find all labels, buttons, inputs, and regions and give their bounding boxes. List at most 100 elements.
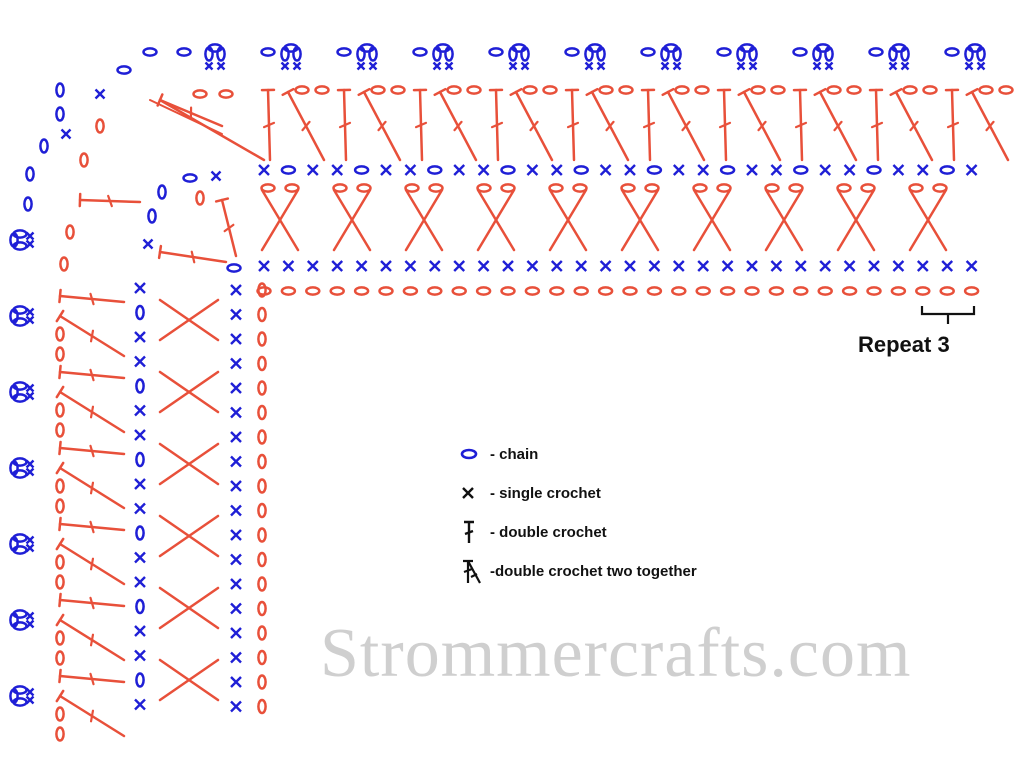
chain-stitch: [788, 183, 804, 193]
single-crochet-stitch: [964, 61, 974, 71]
crossed-double-crochet: [692, 188, 732, 252]
double-crochet-yarn-over: [414, 121, 428, 129]
chain-stitch: [55, 650, 65, 666]
double-crochet-top-bar: [737, 87, 751, 97]
chain-stitch: [260, 47, 276, 57]
crossed-double-crochet: [476, 188, 516, 252]
chain-stitch: [257, 502, 267, 519]
chain-stitch: [695, 286, 711, 296]
legend-single-crochet: - single crochet: [460, 480, 601, 506]
single-crochet-stitch: [824, 61, 834, 71]
chain-stitch: [9, 308, 19, 324]
chain-stitch: [195, 190, 205, 206]
single-crochet-stitch: [134, 502, 146, 515]
single-crochet-stitch: [134, 576, 146, 588]
chain-stitch: [860, 183, 876, 193]
single-crochet-stitch: [230, 455, 242, 468]
single-crochet-stitch: [230, 529, 242, 541]
chain-stitch: [476, 183, 492, 193]
chain-stitch: [135, 672, 145, 688]
legend-label: - single crochet: [490, 484, 601, 502]
crossed-double-crochet: [620, 188, 660, 252]
double-crochet-yarn-over: [985, 120, 995, 132]
single-crochet-stitch: [453, 164, 466, 176]
chain-stitch: [542, 85, 558, 95]
chain-stitch: [890, 286, 907, 296]
single-crochet-stitch: [892, 260, 905, 272]
chain-stitch: [548, 183, 564, 193]
chain-stitch: [329, 286, 345, 296]
chain-stitch: [390, 85, 406, 95]
chain-stitch: [378, 286, 394, 296]
single-crochet-stitch: [204, 61, 214, 71]
single-crochet-stitch: [306, 164, 319, 176]
single-crochet-stitch: [134, 649, 146, 662]
chain-stitch: [817, 286, 833, 296]
single-crochet-stitch: [380, 164, 392, 176]
chain-stitch: [356, 183, 372, 193]
single-crochet-stitch: [819, 164, 832, 176]
chain-stitch: [55, 326, 65, 342]
chain-stitch: [336, 47, 352, 57]
chain-stitch: [451, 286, 467, 296]
double-crochet-top-bar: [58, 288, 62, 304]
single-crochet-stitch: [380, 260, 392, 272]
double-crochet-top-bar: [58, 364, 62, 380]
single-crochet-stitch: [292, 61, 302, 71]
chain-stitch: [353, 286, 370, 296]
chain-stitch: [428, 183, 444, 193]
chain-stitch: [192, 89, 208, 99]
double-crochet-yarn-over: [190, 250, 196, 264]
chain-stitch: [412, 47, 428, 57]
chain-stitch: [260, 183, 276, 193]
stitch-stroke: [149, 99, 223, 135]
single-crochet-stitch: [965, 164, 978, 176]
chain-stitch: [257, 649, 267, 666]
chain-stitch: [359, 43, 375, 53]
single-crochet-stitch: [230, 480, 242, 492]
single-crochet-stitch: [280, 61, 290, 71]
chain-stitch: [500, 183, 516, 193]
single-crochet-stitch: [60, 128, 72, 140]
single-crochet-stitch: [819, 260, 832, 272]
chain-stitch: [573, 286, 589, 296]
double-crochet-yarn-over: [605, 120, 615, 132]
single-crochet-stitch: [94, 88, 106, 100]
double-crochet-top-bar: [55, 613, 65, 627]
chain-stitch: [671, 286, 687, 296]
double-crochet-top-bar: [214, 197, 230, 203]
chain-stitch: [998, 85, 1014, 95]
chain-stitch: [353, 165, 370, 175]
double-crochet-yarn-over: [870, 121, 884, 129]
chain-stitch: [59, 256, 69, 272]
chain-stitch: [750, 85, 766, 95]
chain-stitch: [846, 85, 862, 95]
single-crochet-symbol-icon: [462, 487, 474, 499]
chain-stitch: [257, 453, 267, 470]
chain-stitch: [902, 85, 918, 95]
chain-stitch: [963, 286, 980, 296]
single-crochet-stitch: [25, 687, 35, 697]
chain-stitch: [402, 286, 419, 296]
chain-stitch: [475, 286, 492, 296]
double-crochet-top-bar: [661, 87, 675, 97]
double-crochet-yarn-over: [718, 121, 732, 129]
chain-stitch: [908, 183, 924, 193]
single-crochet-stitch: [976, 61, 986, 71]
chain-stitch: [598, 85, 614, 95]
chain-stitch: [866, 286, 882, 296]
double-crochet-yarn-over: [89, 520, 95, 534]
single-crochet-stitch: [596, 61, 606, 71]
double-crochet-yarn-over: [301, 120, 311, 132]
single-crochet-stitch: [453, 260, 466, 272]
chain-stitch: [524, 286, 541, 296]
double-crochet-yarn-over: [89, 292, 95, 306]
chain-stitch: [572, 183, 588, 193]
chain-stitch: [25, 166, 35, 182]
crossed-double-crochet: [158, 370, 220, 414]
chain-stitch: [564, 47, 580, 57]
legend-double-crochet-two-together: -double crochet two together: [460, 558, 697, 584]
chain-stitch: [663, 43, 679, 53]
chain-stitch: [257, 478, 267, 494]
